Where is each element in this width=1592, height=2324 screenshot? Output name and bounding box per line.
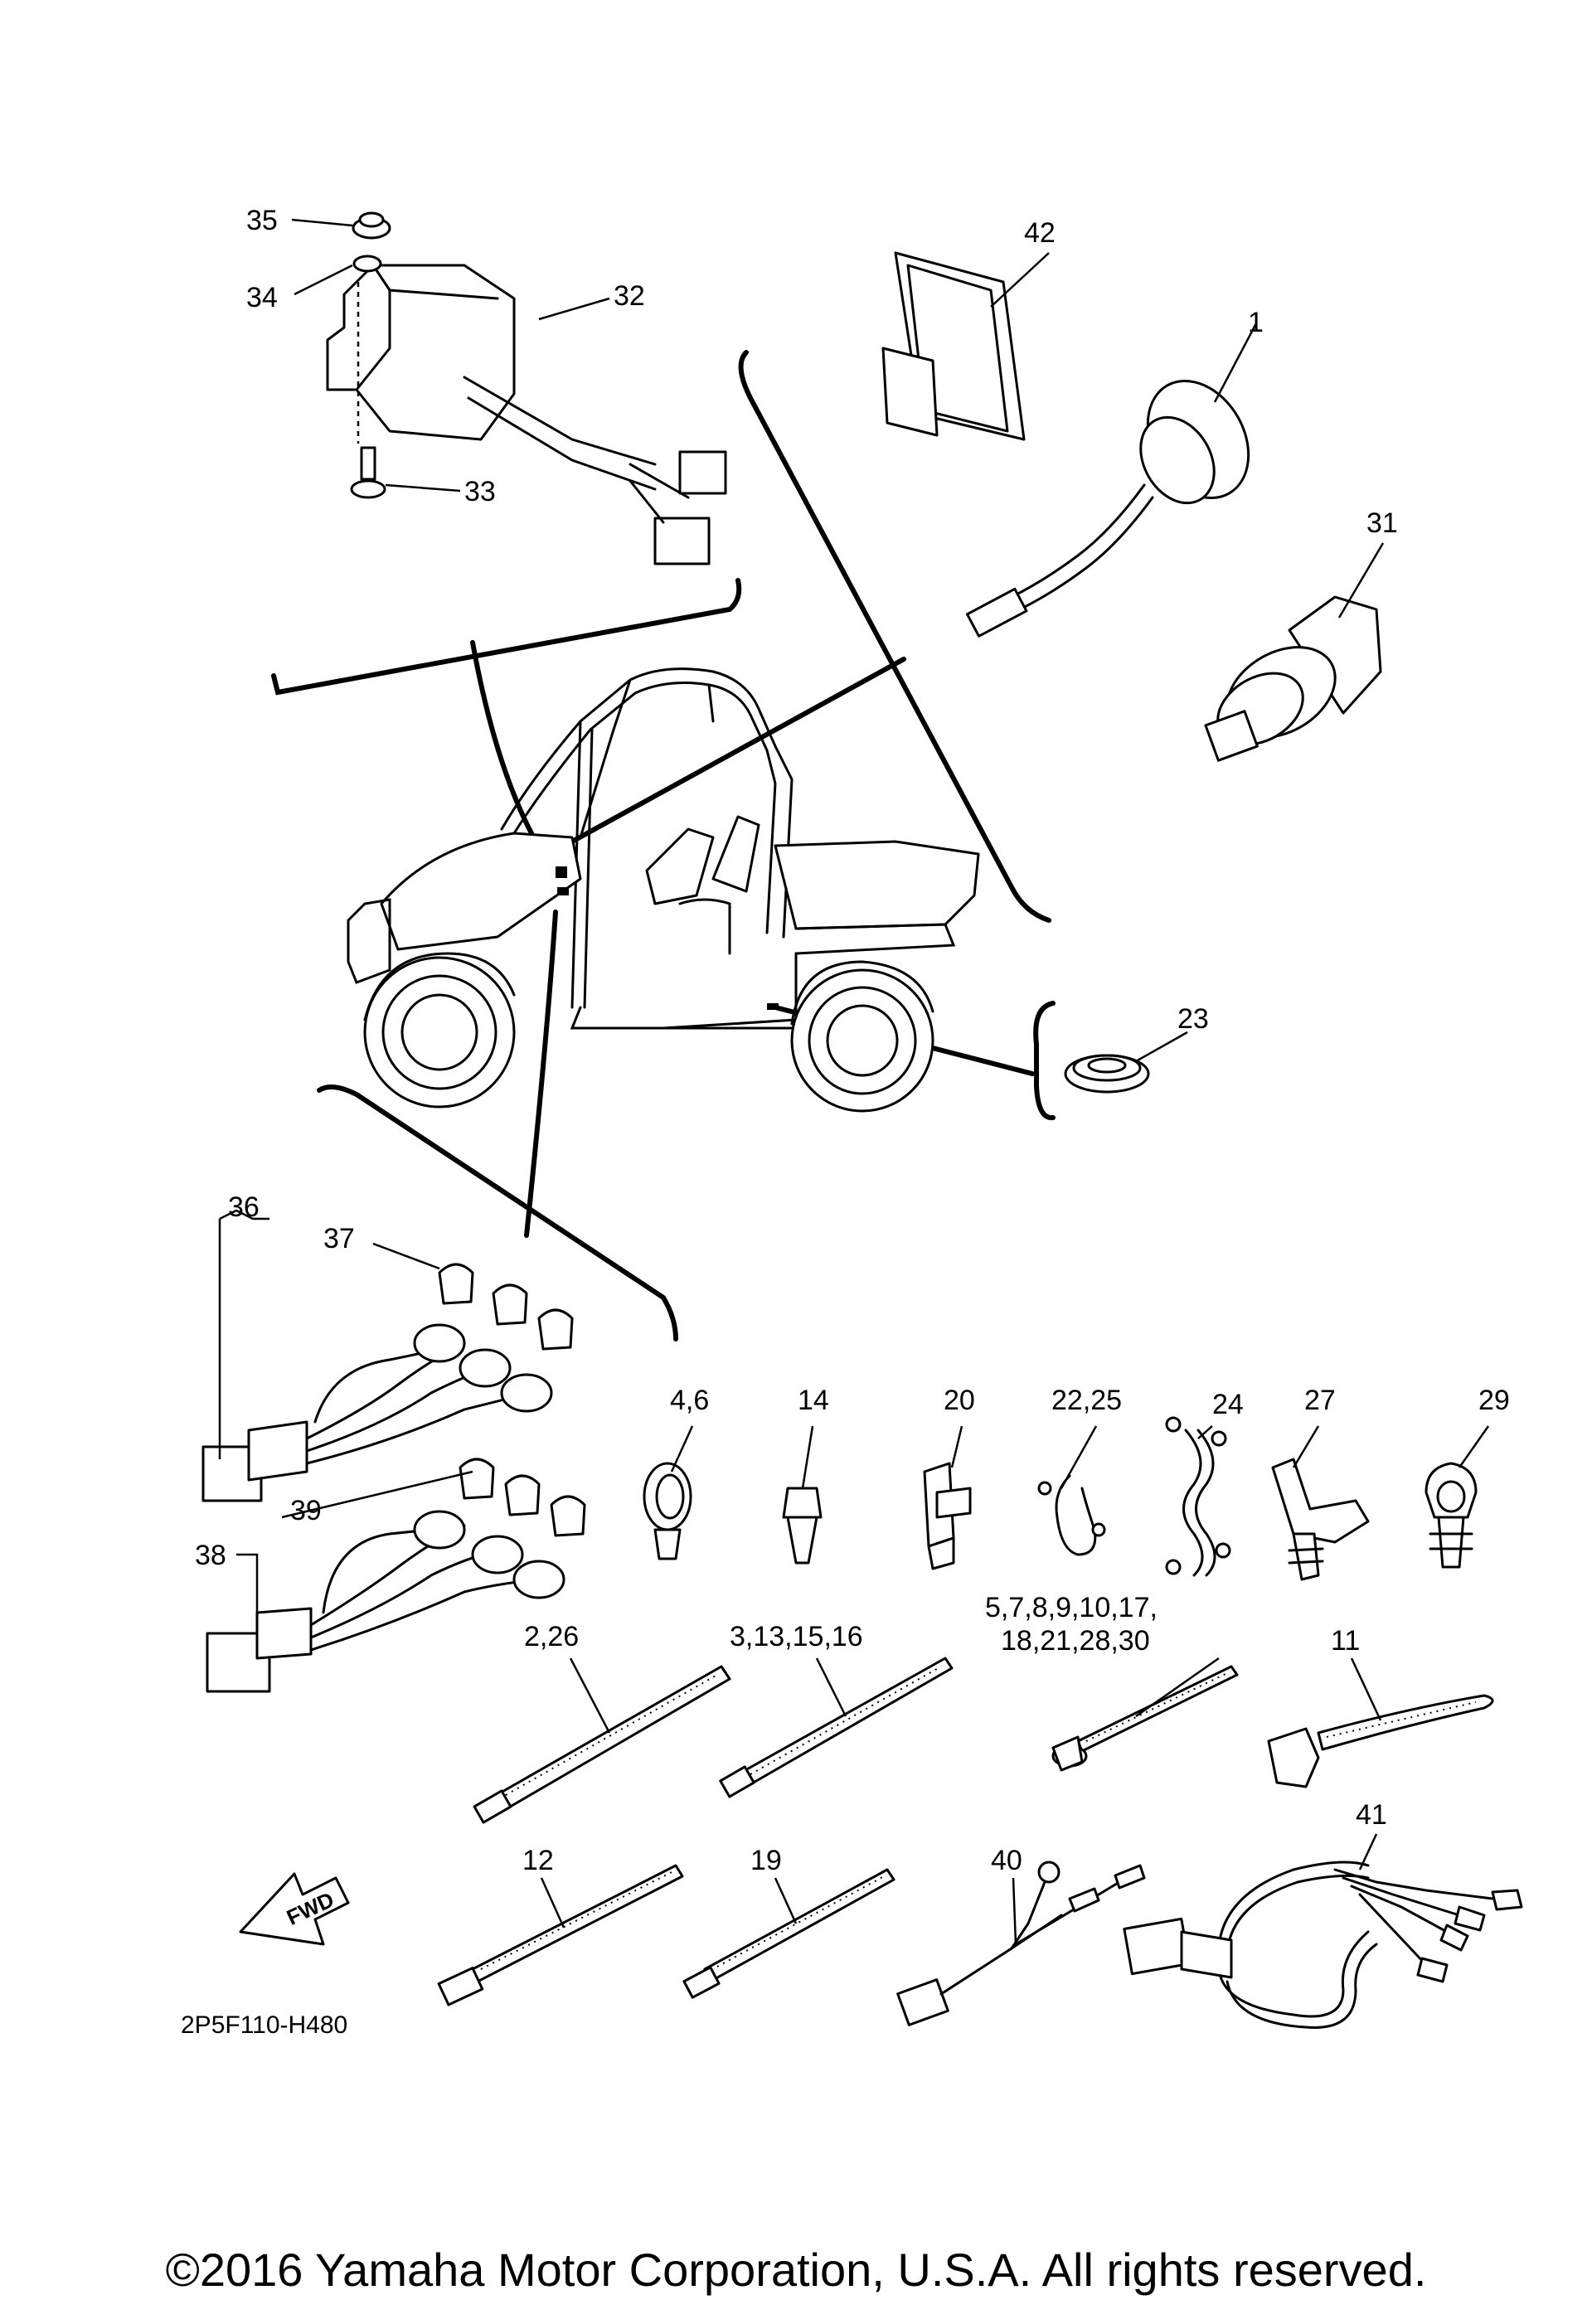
callout-23: 23 — [1177, 1003, 1209, 1035]
part-35-nut — [352, 211, 391, 240]
callout-41: 41 — [1356, 1799, 1387, 1831]
callout-2-26: 2,26 — [524, 1621, 579, 1652]
part-37-bulbs — [438, 1263, 574, 1351]
part-41-harness — [1123, 1861, 1523, 2029]
callout-37: 37 — [323, 1223, 355, 1254]
fwd-arrow-icon: FWD — [239, 1872, 350, 1946]
part-11-cable-tie-with-clip — [1267, 1694, 1494, 1788]
part-34-washer — [352, 255, 382, 273]
callout-20: 20 — [944, 1385, 975, 1416]
part-4-6-clamp — [643, 1462, 692, 1560]
part-24-clip — [1165, 1416, 1231, 1577]
part-40-lead — [896, 1861, 1146, 2026]
part-31-switch — [1204, 595, 1382, 762]
callout-33: 33 — [464, 476, 496, 507]
callout-4-6: 4,6 — [670, 1385, 709, 1416]
diagram-code: 2P5F110-H480 — [181, 2011, 347, 2039]
section-dividers — [271, 350, 1056, 1342]
callout-42: 42 — [1024, 217, 1056, 249]
part-42-switch — [881, 251, 1026, 441]
part-23-grommet — [1064, 1054, 1150, 1094]
callout-12: 12 — [522, 1845, 554, 1876]
part-3-13-cable-tie — [719, 1657, 954, 1798]
part-12-cable-tie — [437, 1864, 684, 2006]
callout-29: 29 — [1478, 1385, 1510, 1416]
callout-35: 35 — [246, 205, 278, 236]
location-marker — [557, 887, 569, 895]
callout-11: 11 — [1331, 1625, 1360, 1657]
callout-19: 19 — [750, 1845, 782, 1876]
callout-31: 31 — [1366, 507, 1398, 539]
callout-40: 40 — [991, 1845, 1022, 1876]
callout-24: 24 — [1212, 1389, 1244, 1420]
part-22-25-clip — [1037, 1474, 1106, 1556]
callout-1: 1 — [1248, 307, 1264, 338]
part-38-harness — [206, 1510, 565, 1693]
callout-39: 39 — [290, 1495, 322, 1526]
callout-36: 36 — [228, 1191, 260, 1223]
callout-labels: 35 34 32 33 42 1 31 23 36 37 38 39 4,6 1… — [195, 205, 1510, 1876]
part-2-26-cable-tie — [473, 1665, 731, 1824]
location-marker — [556, 866, 567, 878]
part-14-clip — [782, 1487, 823, 1565]
part-36-harness — [201, 1323, 553, 1502]
part-39-bulbs — [459, 1458, 586, 1537]
vehicle-outline — [347, 667, 980, 1113]
location-marker — [767, 1003, 779, 1010]
callout-38: 38 — [195, 1540, 226, 1571]
part-5-cable-tie-with-clip — [1051, 1665, 1239, 1772]
callout-18-21-28-30: 18,21,28,30 — [1001, 1625, 1150, 1657]
copyright-notice: ©2016 Yamaha Motor Corporation, U.S.A. A… — [165, 2244, 1427, 2296]
callout-3-13-15-16: 3,13,15,16 — [730, 1621, 863, 1652]
leader-lines — [218, 218, 1490, 1945]
callout-27: 27 — [1304, 1385, 1336, 1416]
part-27-clip — [1271, 1458, 1370, 1581]
callout-34: 34 — [246, 282, 278, 313]
part-33-screw — [350, 282, 386, 499]
part-19-cable-tie — [682, 1868, 896, 1999]
part-1-socket — [965, 379, 1250, 638]
callout-32: 32 — [614, 280, 645, 312]
part-29-clip — [1425, 1462, 1478, 1569]
part-20-bracket — [923, 1462, 972, 1570]
callout-22-25: 22,25 — [1051, 1385, 1122, 1416]
part-32-switch-assembly — [326, 264, 727, 565]
callout-14: 14 — [798, 1385, 829, 1416]
callout-5-7-8-9-10-17: 5,7,8,9,10,17, — [985, 1592, 1158, 1623]
